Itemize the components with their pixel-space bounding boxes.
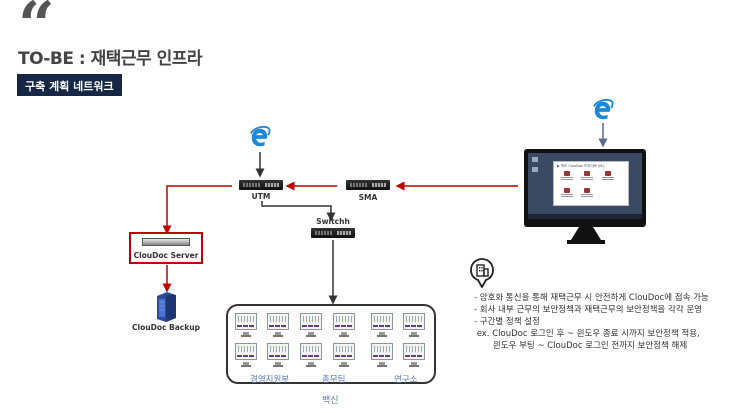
dept-label: 경영지원부 xyxy=(250,375,290,385)
pc-icon xyxy=(403,313,425,338)
cloudoc-server-label: ClouDoc Server xyxy=(133,251,199,260)
drive-icon xyxy=(560,171,574,183)
utm-label: UTM xyxy=(251,192,271,201)
link-utm-server xyxy=(162,185,232,235)
pc-icon xyxy=(333,343,355,368)
cloudoc-server-node xyxy=(129,232,203,264)
pc-icon xyxy=(235,343,257,368)
pc-icon xyxy=(300,343,322,368)
pc-icon xyxy=(300,313,322,338)
antivirus-caption: 백신 xyxy=(322,396,339,406)
pc-icon xyxy=(235,313,257,338)
pc-icon xyxy=(267,313,289,338)
internet-explorer-icon xyxy=(250,125,271,147)
note-line: - 회사 내부 근무의 보안정책과 재택근무의 보안정책을 각각 운영 xyxy=(474,305,703,315)
subtitle-badge: 구축 계획 네트워크 xyxy=(17,74,122,96)
drive-icon xyxy=(580,188,594,200)
pc-icon xyxy=(371,313,393,338)
office-network-group xyxy=(226,304,436,384)
drive-icon xyxy=(580,171,594,183)
desktop-screen: ▶ 학도 ClouDoc 드라이브 (N:) xyxy=(528,153,642,219)
note-line: ex. ClouDoc 로그인 후 ~ 윈도우 종료 시까지 보안정책 적용, xyxy=(474,329,700,339)
pc-icon xyxy=(267,343,289,368)
storage-tower-icon xyxy=(157,292,176,322)
explorer-window: ▶ 학도 ClouDoc 드라이브 (N:) xyxy=(553,161,629,206)
taskbar xyxy=(528,214,642,219)
note-line: - 암호화 통신을 통해 재택근무 시 안전하게 ClouDoc에 접속 가능 xyxy=(474,293,709,303)
sma-label: SMA xyxy=(358,193,378,202)
desktop-shortcut-icon xyxy=(532,157,538,162)
rack-server-icon xyxy=(142,238,190,246)
note-line: - 구간별 정책 설정 xyxy=(474,317,540,327)
internet-explorer-icon xyxy=(593,98,614,120)
drive-icon xyxy=(560,188,574,200)
notes-list: - 암호화 통신을 통해 재택근무 시 안전하게 ClouDoc에 접속 가능 … xyxy=(474,292,709,352)
cloudoc-backup-label: ClouDoc Backup xyxy=(132,323,200,332)
dept-label: 연구소 xyxy=(394,375,418,385)
switch-label: Switchh xyxy=(316,217,350,226)
utm-appliance-icon xyxy=(239,180,283,190)
monitor-stand xyxy=(567,227,605,244)
sma-appliance-icon xyxy=(346,180,390,190)
link-utm-switch xyxy=(261,201,336,222)
desktop-shortcut-icon xyxy=(532,167,538,172)
pc-icon xyxy=(333,313,355,338)
desktop-monitor-icon: ▶ 학도 ClouDoc 드라이브 (N:) xyxy=(524,149,646,227)
drive-icon xyxy=(601,171,615,183)
network-switch-icon xyxy=(311,228,355,238)
pc-icon xyxy=(371,343,393,368)
note-line: 윈도우 부팅 ~ ClouDoc 로그인 전까지 보안정책 해제 xyxy=(474,341,688,351)
window-title: ▶ 학도 ClouDoc 드라이브 (N:) xyxy=(557,164,605,168)
dept-label: 총무팀 xyxy=(322,375,346,385)
quote-mark: “ xyxy=(18,0,55,63)
building-pin-icon xyxy=(470,258,494,288)
pc-icon xyxy=(403,343,425,368)
page-title: TO-BE : 재택근무 인프라 xyxy=(18,49,203,69)
